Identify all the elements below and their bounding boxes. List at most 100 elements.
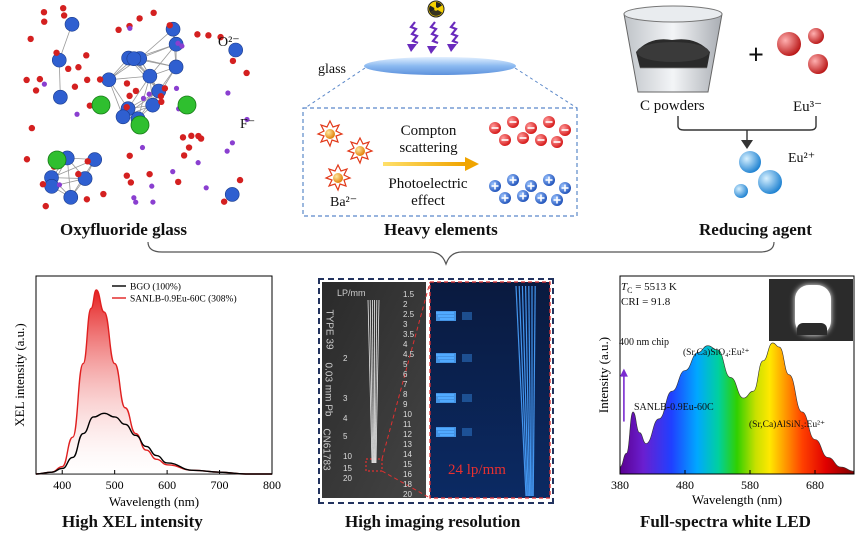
scale-left-label: 10 — [343, 452, 352, 461]
photoelectric-line-1: Photoelectric — [388, 176, 468, 192]
xel-x-tick: 700 — [211, 478, 229, 492]
led-x-label: Wavelength (nm) — [692, 492, 782, 507]
crucible-icon — [623, 5, 723, 93]
network-cation — [51, 52, 67, 68]
oxygen-ion-label: O²⁻ — [218, 35, 240, 50]
compton-line-1: Compton — [400, 123, 457, 139]
scale-right-label: 12 — [403, 430, 412, 439]
lp-resolution-label: 24 lp/mm — [448, 462, 506, 478]
radiation-icon — [427, 0, 445, 18]
scale-right-label: 16 — [403, 470, 412, 479]
oxygen-atom — [100, 190, 107, 198]
oxygen-atom — [180, 152, 188, 159]
oxygen-atom — [27, 35, 34, 43]
oxygen-atom — [195, 132, 202, 140]
scale-right-label: 2 — [403, 300, 408, 309]
oxygen-atom — [84, 158, 91, 165]
xel-x-tick: 800 — [263, 478, 281, 492]
oxygen-atom — [60, 12, 68, 19]
xray-waves-icon — [407, 21, 459, 54]
network-cation — [53, 89, 68, 105]
scale-right-label: 9 — [403, 400, 408, 409]
top-row-bracket — [147, 241, 775, 266]
tc-value: = 5513 K — [632, 281, 677, 293]
fluorine-atom — [173, 85, 180, 91]
led-base — [797, 323, 827, 335]
scale-right-label: 13 — [403, 440, 412, 449]
imaging-caption: High imaging resolution — [345, 512, 521, 531]
photoelectric-label: Photoelectric effect — [378, 176, 478, 210]
scale-right-label: 4 — [403, 340, 408, 349]
oxygen-atom — [158, 98, 165, 106]
oxygen-atom — [40, 9, 48, 16]
oxygen-atom — [132, 87, 140, 95]
eu3-ions-icon — [777, 28, 828, 74]
fluorine-atom — [146, 91, 152, 97]
eu2-label: Eu²⁺ — [788, 151, 816, 166]
oxygen-atom — [194, 31, 201, 38]
reducing-agent-caption: Reducing agent — [699, 220, 812, 239]
oxygen-atom — [150, 9, 157, 17]
xel-x-tick: 400 — [53, 478, 71, 492]
eu2-ions-icon — [734, 151, 782, 198]
network-cation — [228, 42, 243, 58]
oxygen-atom — [123, 103, 130, 111]
xel-x-tick: 600 — [158, 478, 176, 492]
scale-left-label: 4 — [343, 414, 348, 423]
photoelectric-line-2: effect — [411, 193, 445, 209]
oxygen-atom — [157, 93, 165, 100]
scale-right-label: 11 — [403, 420, 412, 429]
oxygen-atom — [75, 64, 82, 71]
xel-legend: BGO (100%)SANLB-0.9Eu-60C (308%) — [112, 282, 237, 305]
xray-line-pattern — [525, 285, 531, 497]
network-cation — [168, 59, 184, 75]
eu3-label: Eu³⁻ — [793, 99, 823, 115]
fluorine-atom — [56, 182, 63, 188]
glass-label: glass — [318, 62, 346, 77]
chip-label: 400 nm chip — [619, 337, 669, 348]
green-phosphor-label: (Sr,Ca)SiO₄:Eu²⁺ — [683, 348, 750, 358]
oxygen-atom — [71, 83, 79, 90]
oxygen-atom — [115, 26, 122, 34]
fluorine-atom — [203, 185, 209, 191]
fluorine-atom — [149, 183, 155, 189]
oxygen-atom — [174, 178, 182, 186]
conversion-arrow-icon — [383, 157, 479, 171]
oxygen-atom — [205, 32, 212, 39]
oxygen-atom — [41, 18, 48, 25]
oxygen-atom — [146, 170, 153, 178]
xray-line-pattern — [518, 285, 528, 497]
fluorine-atom — [150, 199, 156, 205]
oxygen-atom — [161, 85, 169, 92]
plus-sign: + — [748, 40, 764, 71]
oxygen-atom — [179, 134, 187, 141]
scale-right-label: 3 — [403, 320, 408, 329]
led-x-tick: 380 — [611, 478, 629, 492]
compton-line-2: scattering — [399, 140, 458, 156]
network-modifier — [130, 115, 150, 135]
fluorine-atom — [41, 81, 47, 87]
network-cation — [224, 187, 240, 202]
oxygen-atom — [123, 172, 131, 179]
oxygen-atom — [217, 33, 224, 41]
network-modifier — [91, 95, 111, 115]
fluorine-atom — [224, 148, 230, 154]
oxygen-atom — [28, 124, 36, 132]
oxygen-atom — [65, 65, 72, 73]
xray-line-pattern — [515, 285, 527, 497]
oxygen-atom — [23, 156, 31, 163]
fluorine-atom — [74, 111, 80, 117]
led-caption: Full-spectra white LED — [640, 512, 811, 531]
oxygen-atom — [126, 92, 133, 100]
scale-left-label: 2 — [343, 354, 348, 363]
sanlb-area — [36, 290, 272, 474]
oxygen-atom — [136, 15, 143, 22]
scale-right-label: 15 — [403, 460, 412, 469]
led-plot-frame — [619, 275, 855, 475]
oxygen-atom — [53, 49, 60, 56]
oxygen-atom — [86, 102, 94, 109]
oxygen-atom — [39, 181, 47, 188]
xel-legend-entry: BGO (100%) — [130, 282, 181, 293]
